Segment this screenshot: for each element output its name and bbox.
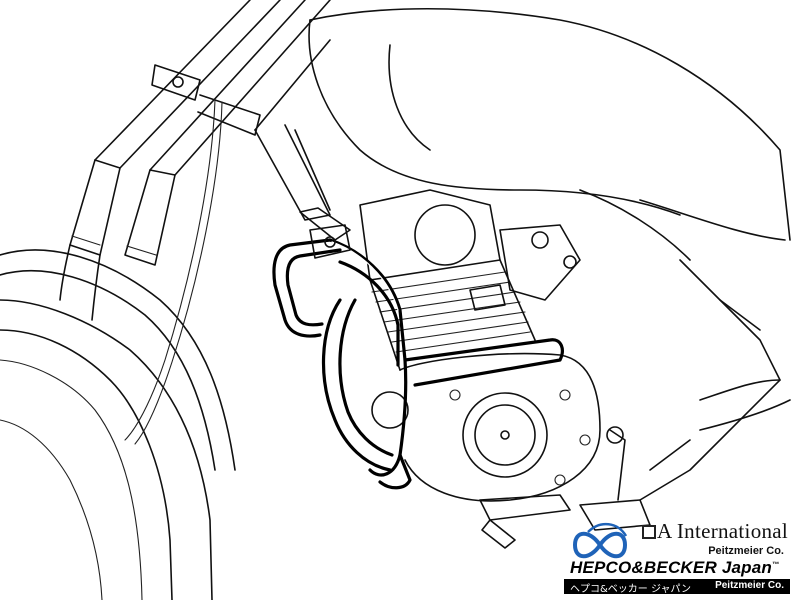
trademark-mark: ™ (771, 561, 780, 569)
peitzmeier-label-bar: Peitzmeier Co. (715, 580, 784, 591)
front-fender (0, 249, 236, 471)
engine-guard-bar (272, 238, 564, 490)
front-forks (59, 0, 331, 321)
company-name: A International (657, 519, 789, 543)
peitzmeier-label: Peitzmeier Co. (708, 545, 784, 557)
japanese-brand-bar: ヘプコ&ベッカー ジャパン Peitzmeier Co. (564, 579, 790, 595)
frame-rear (639, 259, 791, 501)
frame-downtube (254, 39, 351, 241)
front-wheel (0, 299, 213, 600)
cables (124, 99, 223, 445)
pia-international-text: A International (642, 519, 788, 544)
pia-square-mark (642, 525, 656, 539)
fuel-tank (308, 7, 791, 261)
carburetor (499, 224, 581, 301)
engine-crankcase (371, 352, 601, 502)
hepco-becker-logo: A International Peitzmeier Co. HEPCO&BEC… (560, 515, 792, 597)
infinity-logo-icon (572, 523, 628, 559)
engine-cylinder (359, 189, 536, 371)
brand-name: HEPCO&BECKER Japan™ (570, 558, 780, 577)
fork-clamp (151, 64, 261, 136)
guard-mount-clamp (309, 224, 506, 311)
japanese-brand-name: ヘプコ&ベッカー ジャパン (570, 584, 691, 595)
